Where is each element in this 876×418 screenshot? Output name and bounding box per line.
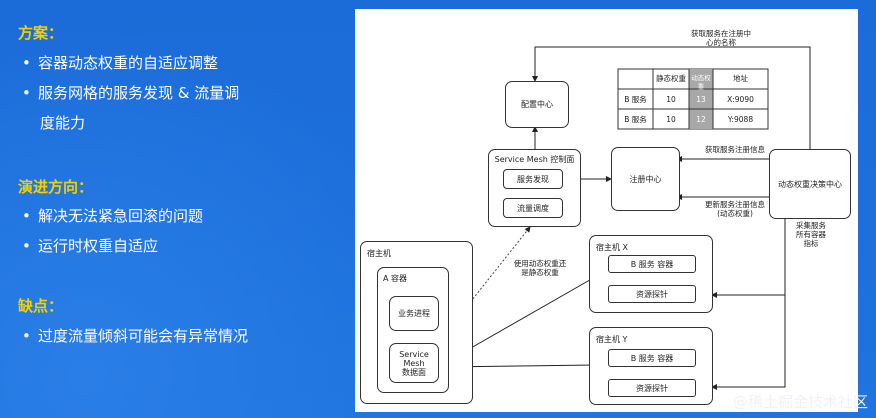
table-cell: 12 bbox=[696, 115, 706, 124]
host-y-label: 宿主机 Y bbox=[596, 335, 628, 344]
bullet-item: •服务网格的服务发现 & 流量调 bbox=[22, 84, 240, 102]
fetch-service-name-label: 获取服务在注册中 心的名称 bbox=[691, 29, 751, 47]
collect-metrics-label: 采集服务 所有容器 指标 bbox=[796, 221, 826, 248]
bullet-item: •容器动态权重的自适应调整 bbox=[22, 54, 219, 72]
table-cell: B 服务 bbox=[624, 95, 647, 104]
config-center-box: 配置中心 bbox=[505, 81, 569, 128]
update-registry-info-label: 更新服务注册信息 (动态权重) bbox=[705, 200, 765, 218]
bullet-text: 服务网格的服务发现 & 流量调 bbox=[38, 84, 240, 102]
table-cell: B 服务 bbox=[624, 115, 647, 124]
architecture-diagram: 获取服务在注册中 心的名称 静态权重 动态权重 地址 B 服务 10 13 X:… bbox=[355, 9, 858, 412]
table-cell: 10 bbox=[666, 115, 676, 124]
table-cell: 13 bbox=[696, 95, 706, 104]
container-a-label: A 容器 bbox=[383, 274, 408, 283]
section-title-plan: 方案： bbox=[18, 24, 64, 42]
bullet-continuation: 度能力 bbox=[40, 114, 86, 132]
table-cell: 10 bbox=[666, 95, 676, 104]
registry-center-box: 注册中心 bbox=[611, 147, 680, 211]
bullet-item: •解决无法紧急回滚的问题 bbox=[22, 207, 204, 225]
table-header: 静态权重 bbox=[656, 74, 686, 83]
bullet-text: 运行时权重自适应 bbox=[38, 237, 159, 255]
weights-table bbox=[617, 68, 769, 130]
left-text-panel: 方案： •容器动态权重的自适应调整 •服务网格的服务发现 & 流量调 度能力 演… bbox=[0, 0, 350, 418]
host-x-label: 宿主机 X bbox=[596, 243, 629, 252]
fetch-registry-info-label: 获取服务注册信息 bbox=[705, 145, 765, 154]
table-header: 地址 bbox=[733, 74, 748, 83]
bullet-item: •过度流量倾斜可能会有异常情况 bbox=[22, 327, 249, 345]
resource-probe-y: 资源探针 bbox=[608, 379, 696, 397]
section-title-evolution: 演进方向： bbox=[18, 178, 94, 196]
table-header: 动态权重 bbox=[691, 74, 711, 91]
table-cell: X:9090 bbox=[727, 95, 754, 104]
section-title-drawbacks: 缺点： bbox=[18, 297, 64, 315]
host-label: 宿主机 bbox=[367, 249, 391, 258]
b-service-container-x: B 服务 容器 bbox=[608, 255, 696, 273]
business-process-box: 业务进程 bbox=[389, 296, 439, 331]
bullet-text: 解决无法紧急回滚的问题 bbox=[38, 207, 204, 225]
traffic-scheduling-box: 流量调度 bbox=[503, 198, 563, 218]
bullet-text: 容器动态权重的自适应调整 bbox=[38, 54, 219, 72]
service-discovery-box: 服务发现 bbox=[503, 169, 563, 189]
watermark: @稀土掘金技术社区 bbox=[732, 393, 868, 411]
decision-center-box: 动态权重决策中心 bbox=[769, 149, 851, 219]
bullet-text: 过度流量倾斜可能会有异常情况 bbox=[38, 327, 249, 345]
mesh-data-plane-box: Service Mesh 数据面 bbox=[389, 343, 439, 383]
use-dynamic-weight-label: 使用动态权重还 是静态权重 bbox=[513, 259, 567, 277]
bullet-item: •运行时权重自适应 bbox=[22, 237, 159, 255]
b-service-container-y: B 服务 容器 bbox=[608, 349, 696, 367]
mesh-control-label: Service Mesh 控制面 bbox=[494, 155, 575, 164]
table-cell: Y:9088 bbox=[727, 115, 754, 124]
resource-probe-x: 资源探针 bbox=[608, 285, 696, 303]
